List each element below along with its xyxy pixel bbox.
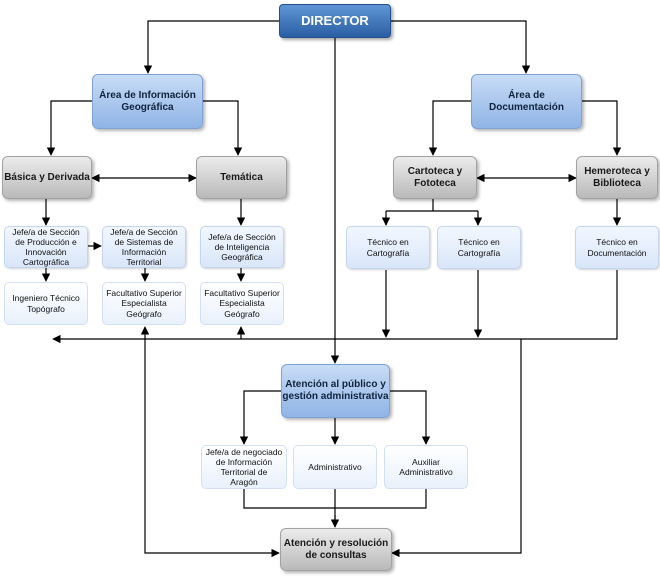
node-ingeniero-topografo[interactable]: Ingeniero Técnico Topógrafo (4, 282, 88, 325)
node-administrativo[interactable]: Administrativo (293, 445, 377, 489)
node-facultativo-1[interactable]: Facultativo Superior Especialista Geógra… (102, 282, 186, 325)
node-hemeroteca[interactable]: Hemeroteca y Biblioteca (576, 156, 658, 199)
node-auxiliar-administrativo[interactable]: Auxiliar Administrativo (384, 445, 468, 489)
node-cartoteca[interactable]: Cartoteca y Fototeca (393, 156, 477, 199)
node-tematica[interactable]: Temática (196, 156, 287, 199)
connector-area-doc-cartoteca (428, 100, 471, 156)
node-jefe-sistemas[interactable]: Jefe/a de Sección de Sistemas de Informa… (102, 226, 186, 268)
node-facultativo-2[interactable]: Facultativo Superior Especialista Geógra… (200, 282, 284, 325)
connector-atencion-jefe-negociado (239, 390, 281, 445)
node-director[interactable]: DIRECTOR (279, 4, 391, 38)
connector-area-doc-hemeroteca (582, 100, 622, 156)
connector-atencion-auxiliar (390, 390, 431, 445)
node-atencion-publico[interactable]: Atención al público y gestión administra… (281, 364, 390, 418)
connector-area-info-basica (46, 100, 92, 156)
connector-director-area-doc (390, 20, 531, 74)
connector-director-area-info (143, 20, 280, 74)
node-atencion-consultas[interactable]: Atención y resolución de consultas (280, 528, 392, 571)
node-tecnico-cartografia-2[interactable]: Técnico en Cartografía (437, 226, 521, 269)
connector-cartoteca-tecnicos (385, 199, 479, 225)
node-area-info[interactable]: Área de Información Geográfica (92, 74, 203, 129)
node-jefe-negociado[interactable]: Jefe/a de negociado de Información Terri… (201, 445, 287, 489)
node-tecnico-cartografia-1[interactable]: Técnico en Cartografía (346, 226, 430, 269)
connector-left-consultas (144, 339, 280, 558)
node-basica-derivada[interactable]: Básica y Derivada (2, 156, 92, 199)
node-jefe-inteligencia[interactable]: Jefe/a de Sección de Inteligencia Geográ… (200, 226, 284, 268)
node-jefe-produccion[interactable]: Jefe/a de Sección de Producción e Innova… (4, 226, 88, 268)
node-area-doc[interactable]: Área de Documentación (471, 74, 582, 129)
node-tecnico-documentacion[interactable]: Técnico en Documentación (575, 226, 659, 269)
connector-right-consultas (391, 339, 522, 558)
connector-area-info-tematica (203, 100, 243, 156)
